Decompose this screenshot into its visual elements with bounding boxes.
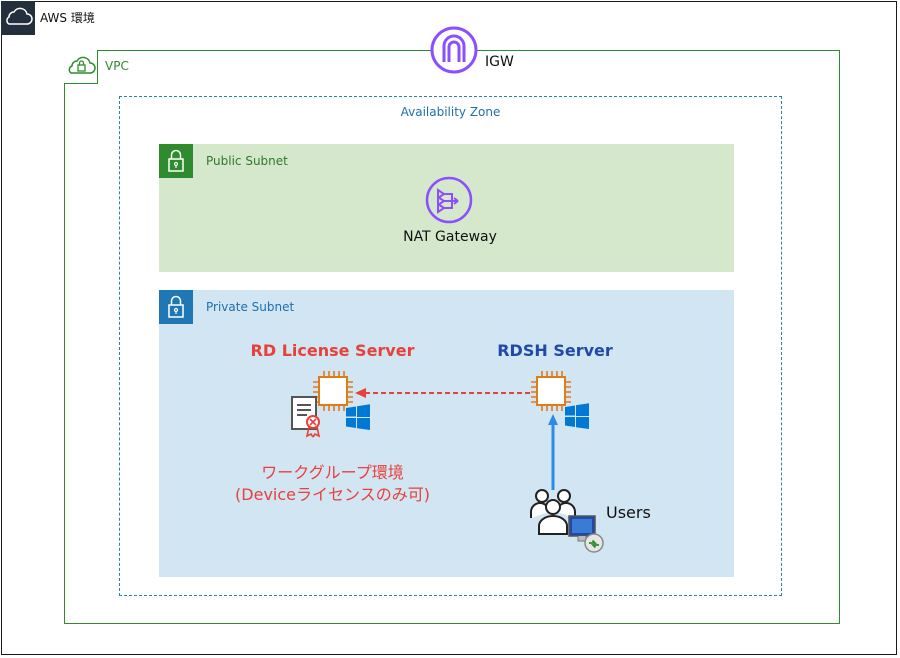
users-label: Users	[606, 503, 651, 522]
private-subnet-badge	[159, 290, 193, 324]
users-icon	[530, 489, 576, 535]
ec2-chip-icon	[531, 371, 571, 411]
igw-label: IGW	[485, 54, 514, 70]
certificate-icon	[291, 396, 321, 438]
availability-zone-frame	[119, 96, 782, 596]
private-subnet	[159, 290, 734, 577]
vpc-label: VPC	[105, 59, 129, 73]
availability-zone-label: Availability Zone	[400, 105, 501, 119]
lock-icon	[168, 295, 184, 318]
aws-environment-label: AWS 環境	[40, 11, 95, 25]
windows-icon	[346, 404, 370, 430]
remote-desktop-icon	[568, 515, 604, 553]
nat-gateway-icon	[425, 176, 473, 224]
lock-icon	[168, 149, 184, 172]
igw-icon	[430, 26, 478, 74]
cloud-icon	[6, 7, 33, 25]
rdsh-server-title: RDSH Server	[497, 341, 613, 360]
aws-environment-badge	[1, 1, 35, 35]
vpc-badge	[64, 50, 98, 84]
workgroup-note-line2: (Deviceライセンスのみ可)	[235, 485, 430, 504]
rd-license-server-title: RD License Server	[250, 341, 415, 360]
user-connection-arrow	[548, 414, 558, 490]
vpc-cloud-lock-icon	[68, 56, 96, 74]
private-subnet-label: Private Subnet	[206, 300, 295, 314]
nat-gateway-label: NAT Gateway	[403, 229, 497, 245]
public-subnet-label: Public Subnet	[206, 154, 288, 168]
workgroup-note-line1: ワークグループ環境	[261, 463, 404, 482]
windows-icon	[565, 403, 589, 429]
public-subnet-badge	[159, 144, 193, 178]
ec2-chip-icon	[313, 371, 353, 411]
license-request-arrow	[355, 388, 530, 398]
